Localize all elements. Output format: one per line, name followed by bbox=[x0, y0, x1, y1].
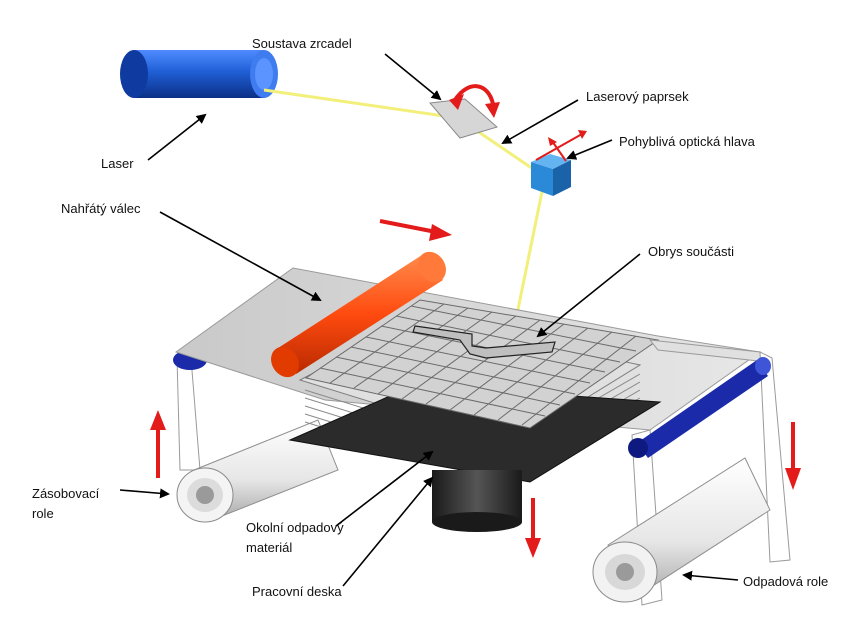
laser-beam-path bbox=[263, 88, 547, 325]
waste-roll-assembly bbox=[592, 339, 791, 606]
label-heated-roller: Nahřátý válec bbox=[61, 201, 141, 216]
label-supply-roll-2: role bbox=[32, 506, 54, 521]
label-part-outline: Obrys součásti bbox=[648, 244, 734, 259]
label-supply-roll-1: Zásobovací bbox=[32, 486, 100, 501]
cutting-grid bbox=[304, 299, 660, 429]
plate-cylinder-base bbox=[432, 512, 522, 532]
label-waste-material-1: Okolní odpadový bbox=[246, 520, 344, 535]
label-mirror-system: Soustava zrcadel bbox=[252, 36, 352, 51]
label-work-plate: Pracovní deska bbox=[252, 584, 342, 599]
supply-up-arrow bbox=[150, 410, 166, 478]
part-outline bbox=[412, 325, 556, 359]
waste-down-arrow bbox=[785, 422, 801, 490]
callout-lines bbox=[119, 53, 739, 587]
label-waste-material-2: materiál bbox=[246, 540, 292, 555]
laser-source bbox=[120, 50, 278, 98]
mirror-arrow-head-b bbox=[485, 102, 500, 118]
mirror-arrow-head-a bbox=[449, 94, 464, 110]
label-laser: Laser bbox=[101, 156, 134, 171]
roller-direction-arrow bbox=[379, 219, 452, 241]
mirror-rotation-arrow bbox=[453, 84, 495, 105]
label-optical-head: Pohyblivá optická hlava bbox=[619, 134, 756, 149]
heated-roller bbox=[271, 251, 446, 378]
label-waste-roll: Odpadová role bbox=[743, 574, 828, 589]
work-plate bbox=[288, 384, 662, 483]
optical-head bbox=[531, 130, 587, 196]
plate-down-arrow bbox=[525, 498, 541, 558]
label-laser-beam: Laserový paprsek bbox=[586, 89, 689, 104]
supply-roll bbox=[173, 350, 339, 523]
